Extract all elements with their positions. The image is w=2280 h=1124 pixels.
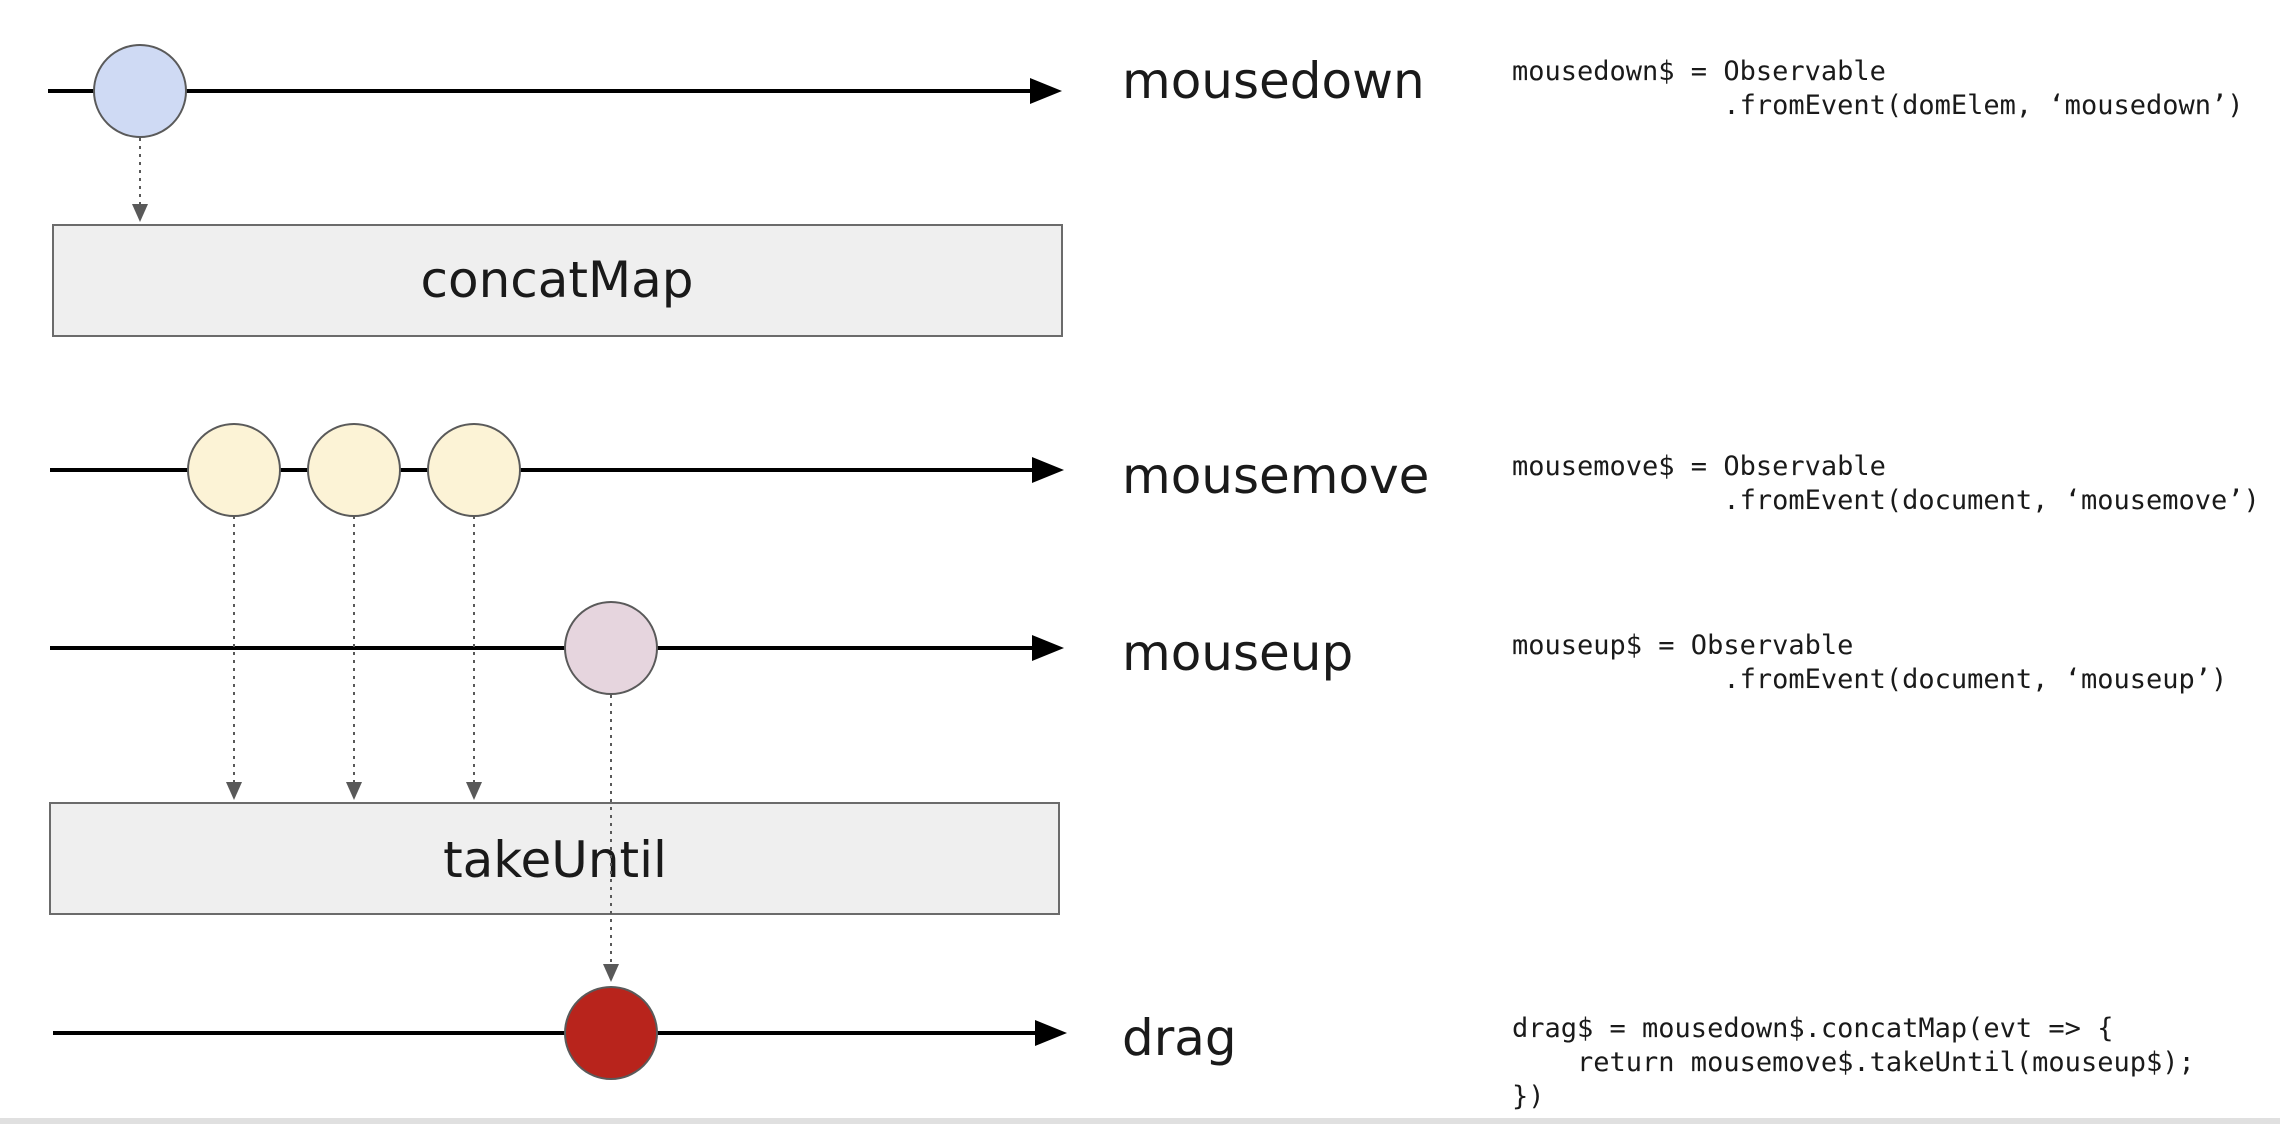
connector-mousemove-3-takeuntil <box>466 516 482 800</box>
connector-mouseup-drag <box>603 695 619 982</box>
connector-mousemove-1-takeuntil <box>226 516 242 800</box>
timeline-mouseup <box>50 635 1064 661</box>
timeline-drag <box>53 1020 1067 1046</box>
mousedown-marble <box>93 44 187 138</box>
mousedown-code: mousedown$ = Observable .fromEvent(domEl… <box>1512 56 2244 121</box>
mouseup-label: mouseup <box>1122 624 1354 682</box>
mousemove-marble-2 <box>307 423 401 517</box>
mousemove-label: mousemove <box>1122 447 1430 505</box>
mousemove-marble-1 <box>187 423 281 517</box>
drag-label: drag <box>1122 1009 1237 1067</box>
operator-concatmap: concatMap <box>52 224 1063 337</box>
connector-mousemove-2-takeuntil <box>346 516 362 800</box>
drag-code: drag$ = mousedown$.concatMap(evt => { re… <box>1512 1013 2195 1112</box>
bottom-strip <box>0 1118 2280 1124</box>
timeline-mousedown <box>48 78 1062 104</box>
connector-mousedown-concatmap <box>132 138 148 222</box>
mouseup-code: mouseup$ = Observable .fromEvent(documen… <box>1512 630 2228 695</box>
mousemove-code: mousemove$ = Observable .fromEvent(docum… <box>1512 451 2260 516</box>
mousedown-label: mousedown <box>1122 52 1425 110</box>
concatmap-label: concatMap <box>420 251 693 309</box>
drag-marble <box>564 986 658 1080</box>
takeuntil-label: takeUntil <box>443 831 667 889</box>
mouseup-marble <box>564 601 658 695</box>
mousemove-marble-3 <box>427 423 521 517</box>
operator-takeuntil: takeUntil <box>49 802 1060 915</box>
